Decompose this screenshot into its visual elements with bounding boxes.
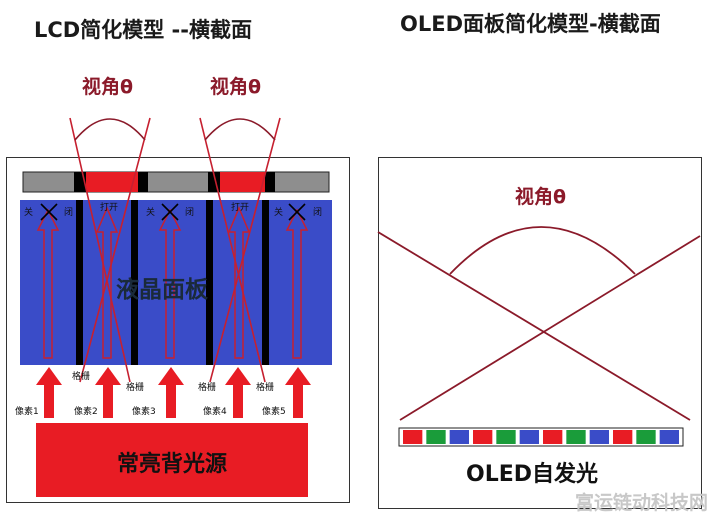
- pixel-label: 像素5: [262, 407, 286, 417]
- oled-subpixel: [519, 430, 539, 444]
- oled-subpixels: [403, 430, 679, 444]
- switch-open-label: 打开: [231, 203, 250, 213]
- oled-subpixel: [543, 430, 563, 444]
- oled-subpixel: [473, 430, 493, 444]
- oled-subpixel: [426, 430, 446, 444]
- lcd-title: LCD简化模型 --横截面: [34, 18, 252, 42]
- oled-subpixel: [589, 430, 609, 444]
- switch-closed-label: 闭: [313, 208, 323, 218]
- backlight-label: 常亮背光源: [116, 452, 227, 477]
- pixel-label: 像素2: [74, 407, 98, 417]
- oled-angle-label: 视角θ: [515, 186, 567, 208]
- lcd-angle-arcs: [74, 118, 276, 141]
- oled-subpixel: [613, 430, 633, 444]
- switch-closed-label: 闭: [185, 208, 195, 218]
- grid-label: 格栅: [256, 383, 275, 393]
- grid-label: 格栅: [198, 383, 217, 393]
- oled-subpixel: [566, 430, 586, 444]
- backlight-block: 常亮背光源: [36, 423, 308, 497]
- closed-x-marks: [40, 203, 306, 221]
- lc-panel-body: [20, 200, 332, 365]
- oled-subpixel: [403, 430, 423, 444]
- lcd-angle-label-right: 视角θ: [210, 76, 262, 98]
- color-filter-strip: [22, 171, 330, 193]
- grid-bars: [76, 200, 269, 365]
- oled-frame: [378, 157, 702, 509]
- grid-label: 格栅: [72, 372, 91, 382]
- oled-subpixel: [496, 430, 516, 444]
- switch-closed-label: 关: [24, 208, 34, 218]
- switch-closed-label: 闭: [64, 208, 74, 218]
- pixel-label: 像素3: [132, 407, 156, 417]
- oled-subpixel: [449, 430, 469, 444]
- oled-view-lines: [377, 226, 701, 421]
- oled-subpixel: [659, 430, 679, 444]
- hollow-arrows: [36, 206, 309, 359]
- lcd-view-lines: [69, 117, 281, 383]
- lcd-angle-label-left: 视角θ: [82, 76, 134, 98]
- grid-label: 格栅: [126, 383, 145, 393]
- oled-subpixel: [636, 430, 656, 444]
- lc-panel-label: 液晶面板: [116, 277, 208, 303]
- backlight-arrows: [36, 367, 311, 418]
- pixel-label: 像素1: [15, 407, 39, 417]
- switch-closed-label: 关: [274, 208, 284, 218]
- oled-rgb-strip: [398, 427, 684, 447]
- watermark: 富运链动科技网: [574, 492, 708, 514]
- oled-emission-label: OLED自发光: [466, 462, 599, 487]
- oled-title: OLED面板简化模型-横截面: [400, 12, 661, 36]
- switch-closed-label: 关: [146, 208, 156, 218]
- pixel-label: 像素4: [203, 407, 227, 417]
- switch-open-label: 打开: [100, 203, 119, 213]
